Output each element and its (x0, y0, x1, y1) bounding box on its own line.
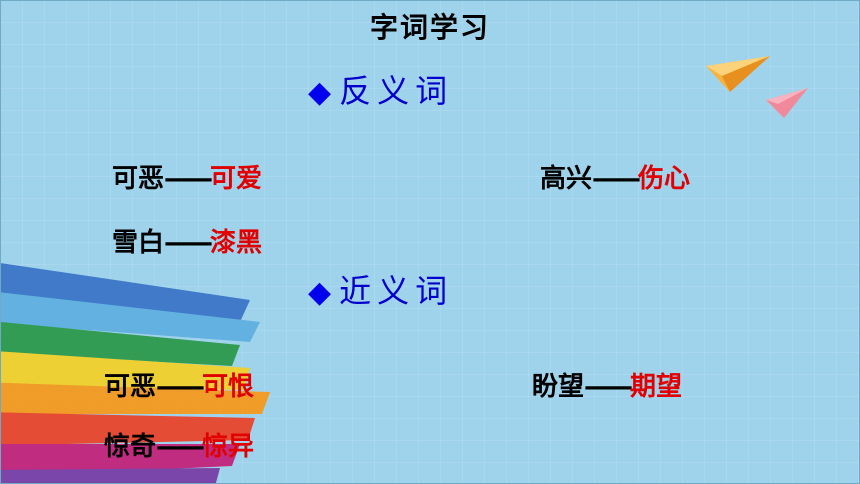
section-label: 近义词 (339, 272, 454, 310)
section-heading-synonyms: ◆近义词 (308, 266, 453, 312)
page-title: 字词学习 (369, 11, 490, 44)
section-heading-antonyms: ◆反义词 (308, 66, 453, 112)
dash: —— (584, 372, 633, 402)
answer-word: 漆黑 (210, 228, 263, 258)
word: 高兴 (540, 164, 593, 194)
dash: —— (156, 372, 205, 402)
word-pair-antonym-1: 可恶——可爱 (112, 158, 262, 195)
word-pair-synonym-1: 可恶——可恨 (104, 366, 254, 403)
answer-word: 可爱 (210, 164, 263, 194)
word: 盼望 (532, 372, 585, 402)
word-pair-synonym-2: 盼望——期望 (532, 366, 682, 403)
word-pair-synonym-3: 惊奇——惊异 (104, 426, 254, 463)
word: 可恶 (112, 164, 165, 194)
dash: —— (164, 164, 213, 194)
answer-word: 伤心 (638, 164, 691, 194)
word-pair-antonym-3: 雪白——漆黑 (112, 222, 262, 259)
diamond-bullet-icon: ◆ (308, 75, 332, 110)
word-pair-antonym-2: 高兴——伤心 (540, 158, 690, 195)
dash: —— (164, 228, 213, 258)
diamond-bullet-icon: ◆ (308, 275, 332, 310)
dash: —— (156, 432, 205, 462)
dash: —— (592, 164, 641, 194)
word: 可恶 (104, 372, 157, 402)
section-label: 反义词 (339, 72, 454, 110)
answer-word: 期望 (630, 372, 683, 402)
word: 雪白 (112, 228, 165, 258)
answer-word: 惊异 (202, 432, 255, 462)
word: 惊奇 (104, 432, 157, 462)
answer-word: 可恨 (202, 372, 255, 402)
